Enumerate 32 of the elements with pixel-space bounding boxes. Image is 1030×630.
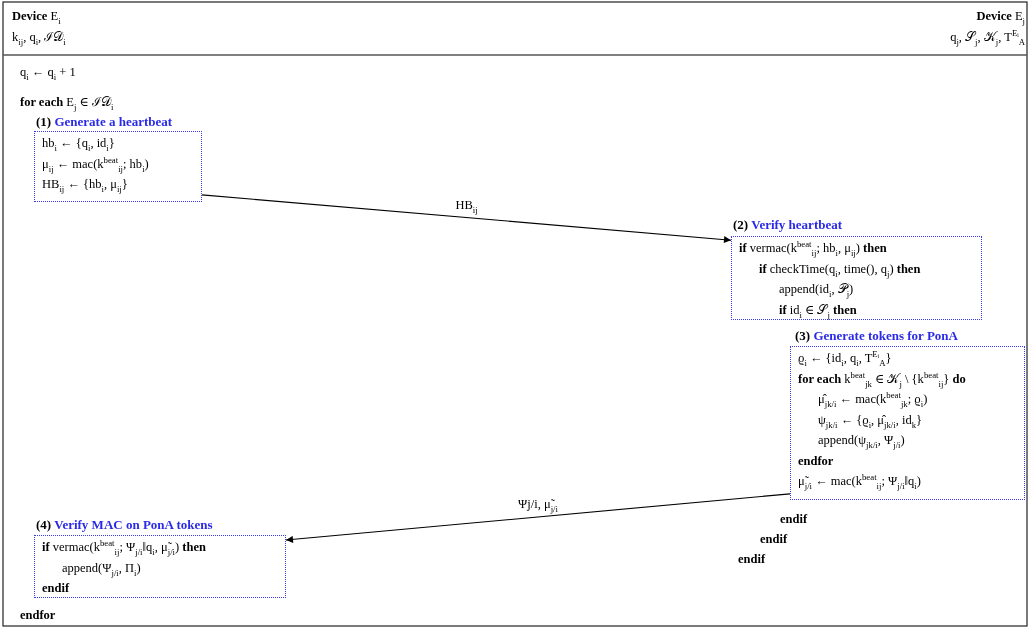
code-line: if vermac(k$^{beat}$$_{ij}$; hb$_{i}$, μ$_{ij}$) then — [739, 240, 887, 256]
code-line: endif — [760, 531, 788, 547]
code-line: if checkTime(q$_{i}$, time(), q$_{j}$) then — [759, 260, 921, 277]
party-name: Device E$_{i}$ — [12, 8, 61, 24]
code-line: endfor — [20, 607, 56, 623]
arrow — [201, 194, 732, 244]
party-name: Device E$_{j}$ — [976, 8, 1025, 24]
code-line: μ̂$_{jk/i}$ ← mac(k$^{beat}$$_{jk}$; ϱ$_{i}$) — [818, 391, 928, 407]
code-line: ψ$_{jk/i}$ ← {ϱ$_{i}$, μ̂$_{jk/i}$, id$_{k}$} — [818, 411, 923, 428]
code-line: for each k$^{beat}$$_{jk}$ ∈ 𝒦$_{j}$ \ {k$^{beat}$$_{ij}$} do — [798, 370, 966, 387]
step-heading: (1) Generate a heartbeat — [36, 114, 173, 130]
code-line: for each E$_{j}$ ∈ ℐ𝒟$_{i}$ — [20, 94, 114, 110]
step-heading: (2) Verify heartbeat — [733, 217, 843, 233]
code-line: HB$_{ij}$ ← {hb$_{i}$, μ$_{ij}$} — [42, 176, 128, 192]
code-line: ϱ$_{i}$ ← {id$_{i}$, q$_{i}$, T$^{Eᵢ}$$_{A}$} — [798, 350, 892, 366]
code-line: if id$_{i}$ ∈ 𝒮$_{j}$ then — [779, 301, 857, 318]
arrow — [285, 493, 791, 543]
code-line: endif — [780, 511, 808, 527]
code-line: append(Ψ$_{j/i}$, Π$_{i}$) — [62, 559, 141, 576]
code-line: append(ψ$_{jk/i}$, Ψ$_{j/i}$) — [818, 432, 905, 448]
code-line: endif — [42, 580, 70, 596]
code-line: endfor — [798, 452, 834, 469]
step-heading: (4) Verify MAC on PonA tokens — [36, 517, 213, 533]
step-heading: (3) Generate tokens for PonA — [795, 328, 958, 344]
code-line: μ$_{ij}$ ← mac(k$^{beat}$$_{ij}$; hb$_{i}$) — [42, 155, 149, 172]
party-keys: k$_{ij}$, q$_{i}$, ℐ𝒟$_{i}$ — [12, 29, 66, 45]
code-line: endif — [738, 551, 766, 567]
code-line: hb$_{i}$ ← {q$_{i}$, id$_{i}$} — [42, 135, 115, 151]
code-line: if vermac(k$^{beat}$$_{ij}$; Ψ$_{j/i}$‖q$_{i}$, μ̃$_{j/i}$) then — [42, 539, 206, 555]
code-line: append(id$_{i}$, 𝒫$_{j}$) — [779, 281, 854, 297]
code-line: μ̃$_{j/i}$ ← mac(k$^{beat}$$_{ij}$; Ψ$_{j/i}$‖q$_{i}$) — [798, 473, 921, 489]
code-line: q$_{i}$ ← q$_{i}$ + 1 — [20, 64, 76, 80]
